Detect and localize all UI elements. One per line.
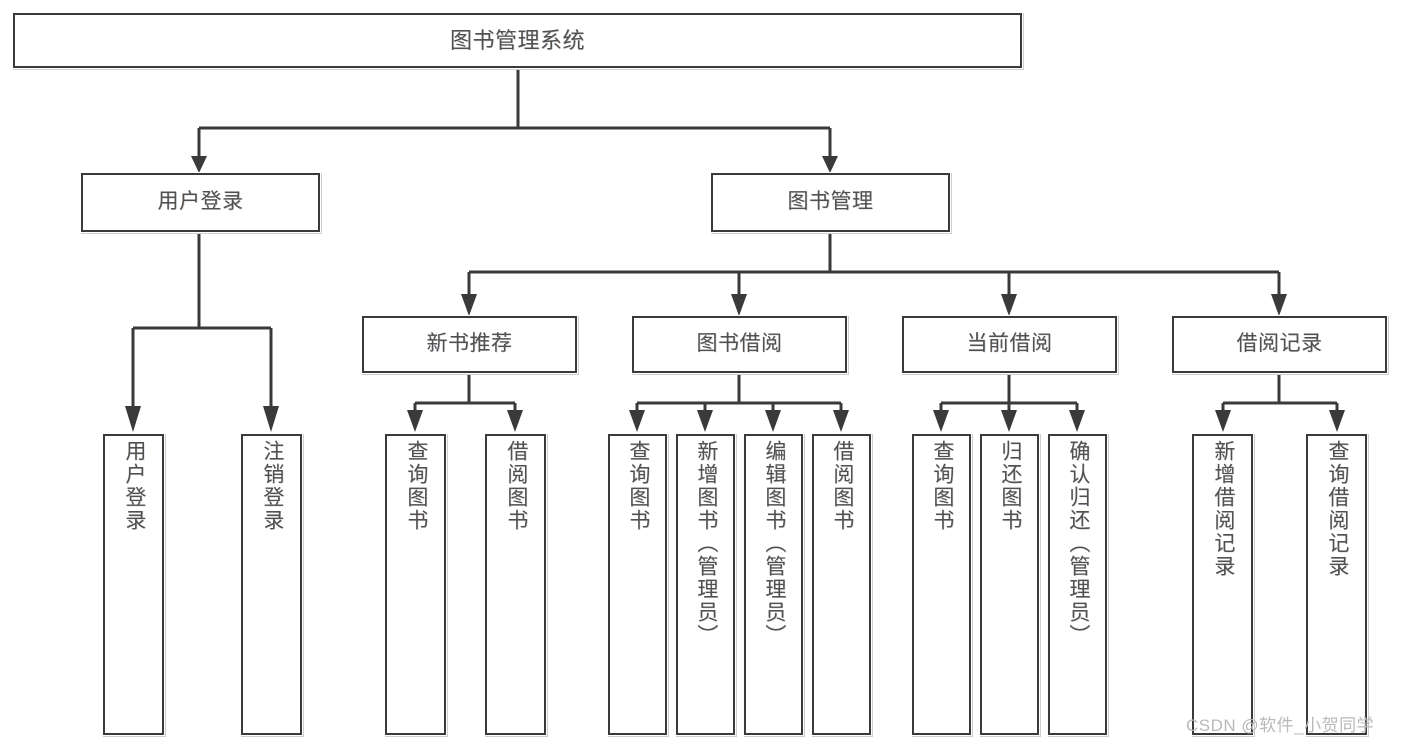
node-current-borrow[interactable]: 当前借阅 — [902, 316, 1117, 373]
node-label: 用户登录 — [122, 440, 146, 532]
node-book-management[interactable]: 图书管理 — [711, 173, 950, 232]
node-label: 用户登录 — [157, 190, 244, 214]
arrowhead-leaf-8 — [833, 410, 849, 432]
node-label: 查询图书 — [404, 440, 428, 532]
arrowhead-leaf-3 — [407, 410, 423, 432]
leaf-add-borrow-record[interactable]: 新增借阅记录 — [1192, 434, 1253, 735]
arrowhead-userlogin — [191, 156, 207, 173]
node-book-borrow[interactable]: 图书借阅 — [632, 316, 847, 373]
node-user-login[interactable]: 用户登录 — [81, 173, 320, 232]
leaf-edit-book-admin[interactable]: 编辑图书（管理员） — [744, 434, 803, 735]
leaf-query-book-current[interactable]: 查询图书 — [912, 434, 971, 735]
arrowhead-leaf-7 — [765, 410, 781, 432]
node-label: 注销登录 — [260, 440, 284, 532]
arrowhead-leaf-11 — [1069, 410, 1085, 432]
leaf-query-book-recommend[interactable]: 查询图书 — [385, 434, 446, 735]
node-label: 当前借阅 — [966, 332, 1053, 356]
leaf-query-book-borrow[interactable]: 查询图书 — [608, 434, 667, 735]
arrowhead-leaf-4 — [507, 410, 523, 432]
leaf-logout[interactable]: 注销登录 — [241, 434, 302, 735]
leaf-confirm-return-admin[interactable]: 确认归还（管理员） — [1048, 434, 1107, 735]
node-label: 新增图书（管理员） — [694, 440, 718, 647]
node-label: 借阅图书 — [830, 440, 854, 532]
leaf-return-book[interactable]: 归还图书 — [980, 434, 1039, 735]
arrowhead-newbook — [461, 294, 477, 316]
node-label: 借阅图书 — [504, 440, 528, 532]
arrowhead-leaf-2 — [263, 406, 279, 432]
leaf-add-book-admin[interactable]: 新增图书（管理员） — [676, 434, 735, 735]
arrowhead-current — [1001, 294, 1017, 316]
node-label: 图书借阅 — [696, 332, 783, 356]
node-borrow-record[interactable]: 借阅记录 — [1172, 316, 1387, 373]
arrowhead-record — [1271, 294, 1287, 316]
node-label: 确认归还（管理员） — [1066, 440, 1090, 647]
leaf-borrow-book[interactable]: 借阅图书 — [812, 434, 871, 735]
node-label: 查询借阅记录 — [1325, 440, 1349, 578]
arrowhead-leaf-13 — [1329, 410, 1345, 432]
arrowhead-leaf-1 — [125, 406, 141, 432]
arrowhead-leaf-5 — [629, 410, 645, 432]
node-root-book-management-system[interactable]: 图书管理系统 — [13, 13, 1022, 68]
leaf-user-login[interactable]: 用户登录 — [103, 434, 164, 735]
node-label: 编辑图书（管理员） — [762, 440, 786, 647]
arrowhead-borrow — [731, 294, 747, 316]
node-label: 新增借阅记录 — [1211, 440, 1235, 578]
node-new-book-recommend[interactable]: 新书推荐 — [362, 316, 577, 373]
leaf-borrow-book-recommend[interactable]: 借阅图书 — [485, 434, 546, 735]
arrowhead-leaf-9 — [933, 410, 949, 432]
arrowhead-leaf-10 — [1001, 410, 1017, 432]
arrowhead-bookmgmt — [822, 156, 838, 173]
node-label: 查询图书 — [626, 440, 650, 532]
arrowhead-leaf-6 — [697, 410, 713, 432]
arrowhead-leaf-12 — [1215, 410, 1231, 432]
node-label: 查询图书 — [930, 440, 954, 532]
node-label: 图书管理系统 — [449, 27, 585, 53]
node-label: 借阅记录 — [1236, 332, 1323, 356]
node-label: 新书推荐 — [426, 332, 513, 356]
node-label: 归还图书 — [998, 440, 1022, 532]
leaf-query-borrow-record[interactable]: 查询借阅记录 — [1306, 434, 1367, 735]
node-label: 图书管理 — [787, 190, 874, 214]
